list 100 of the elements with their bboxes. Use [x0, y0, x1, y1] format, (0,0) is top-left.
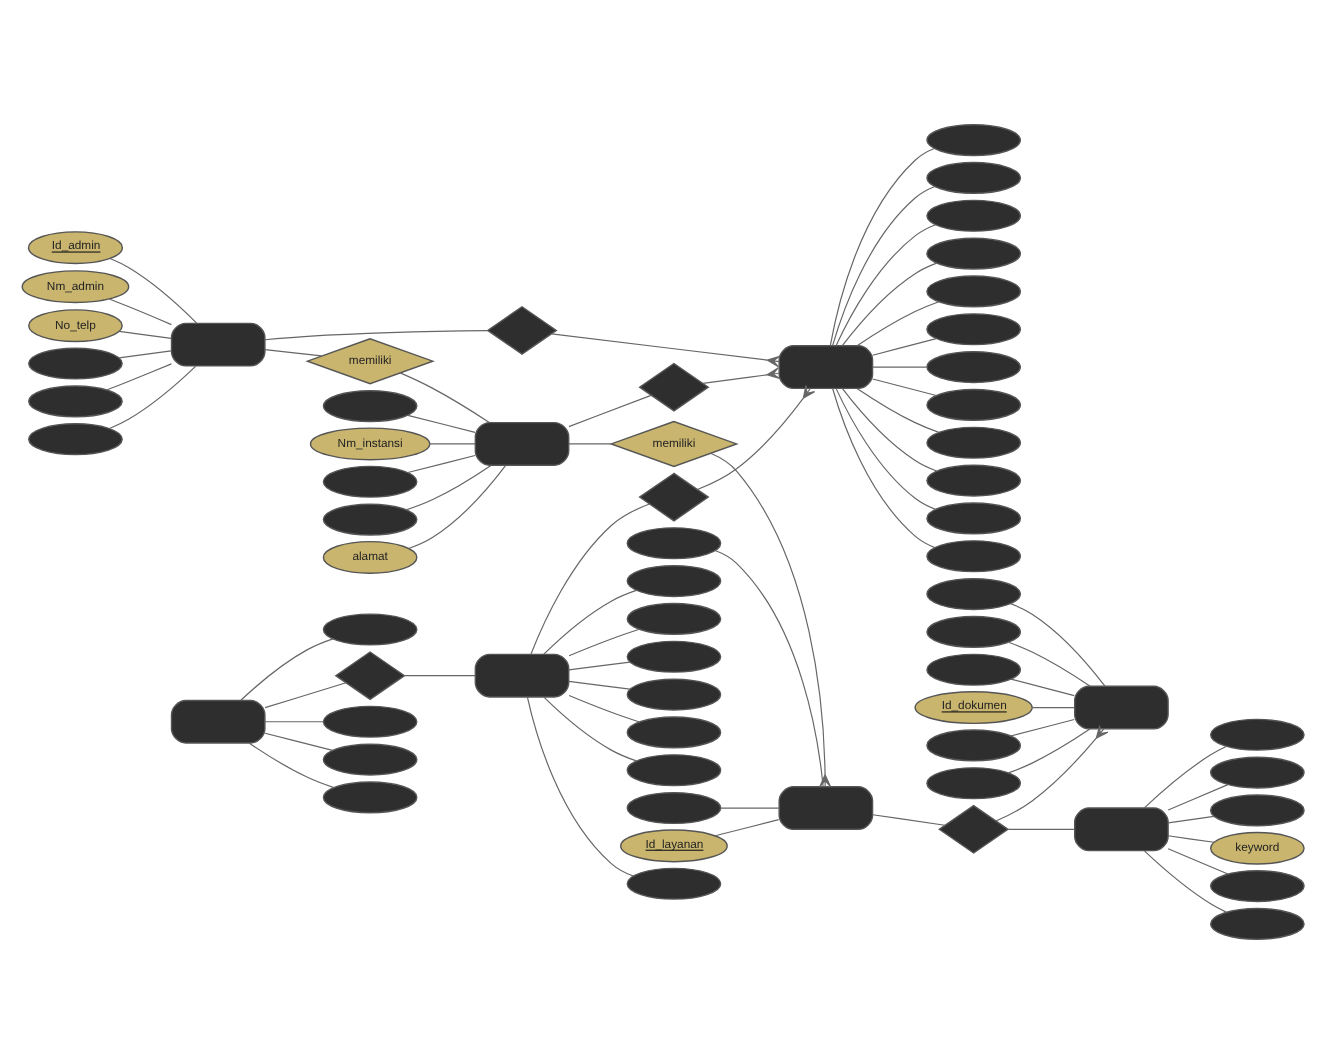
node-ellipse: [926, 426, 1022, 459]
connector: [240, 638, 334, 701]
node-box: [778, 345, 874, 390]
connector: [264, 721, 324, 723]
node-box: [474, 653, 570, 698]
connector: [264, 682, 347, 709]
connector: [403, 675, 476, 677]
connector: [710, 452, 832, 788]
connector: [407, 454, 476, 474]
connector: [108, 298, 173, 326]
node-ellipse: [1209, 907, 1305, 940]
node-ellipse: [626, 754, 722, 787]
connector: [118, 330, 172, 340]
connector: [1167, 815, 1215, 824]
connector: [1007, 828, 1075, 830]
connector: [543, 696, 637, 762]
node-diamond: [486, 305, 558, 355]
connector: [872, 338, 937, 356]
node-ellipse: [926, 502, 1022, 535]
connector: [835, 387, 937, 510]
connector: [526, 696, 634, 877]
connector: [841, 262, 938, 347]
connector: [264, 330, 489, 341]
connector: [1010, 678, 1075, 697]
node-ellipse: [926, 729, 1022, 762]
node-ellipse: [626, 565, 722, 598]
node-diamond: [638, 472, 710, 522]
connector: [1007, 728, 1091, 774]
connector: [872, 814, 946, 826]
connector: [714, 819, 780, 837]
connector: [118, 350, 172, 359]
connector: [856, 387, 940, 433]
connector: [106, 363, 172, 391]
node-ellipse: [28, 423, 123, 456]
connector: [568, 680, 631, 690]
connector: [568, 694, 640, 723]
connector: [872, 378, 937, 397]
connector: [696, 384, 816, 491]
connector: [399, 372, 490, 424]
node-ellipse: [626, 867, 722, 900]
connector: [407, 414, 476, 433]
node-box: [170, 699, 266, 744]
node-ellipse: [322, 705, 418, 738]
node-box: [778, 786, 874, 831]
node-diamond: [938, 804, 1010, 854]
node-ellipse: [926, 615, 1022, 648]
connector: [720, 807, 780, 809]
node-ellipse: [926, 653, 1022, 686]
connector: [264, 732, 334, 751]
node-ellipse: [322, 613, 418, 646]
connector: [872, 366, 928, 368]
node-ellipse: [926, 199, 1022, 232]
node-box: [1074, 807, 1169, 852]
node-ellipse: [926, 464, 1022, 497]
connector: [832, 387, 936, 549]
node-ellipse: [626, 678, 722, 711]
connector: [108, 365, 197, 430]
node-ellipse: [1209, 718, 1305, 751]
connector: [714, 549, 824, 788]
connector: [568, 661, 631, 671]
node-ellipse: [28, 347, 123, 380]
node-ellipse: [1209, 756, 1305, 789]
node-ellipse: [1209, 794, 1305, 827]
node-ellipse: [626, 527, 722, 560]
node-box: [170, 322, 266, 367]
connector: [248, 742, 335, 789]
node-ellipse: [1209, 870, 1305, 903]
node-ellipse: [322, 390, 418, 423]
node-ellipse: [322, 503, 418, 536]
node-ellipse: [926, 767, 1022, 800]
node-ellipse: [626, 791, 722, 825]
connector: [408, 464, 507, 550]
node-ellipse: [626, 716, 722, 749]
node-diamond: [334, 651, 406, 701]
node-ellipse: [322, 781, 418, 814]
node-box: [474, 421, 570, 466]
connector: [109, 257, 198, 324]
node-diamond: [638, 362, 710, 412]
node-ellipse: [626, 602, 722, 635]
node-ellipse: [926, 578, 1022, 611]
node-ellipse: [322, 743, 418, 776]
node-ellipse: [926, 540, 1022, 573]
connector: [1010, 718, 1075, 737]
node-ellipse: [926, 161, 1022, 194]
connector: [568, 443, 612, 445]
connector: [1143, 850, 1227, 913]
connector: [551, 333, 781, 368]
node-ellipse: [926, 275, 1022, 308]
connector: [530, 503, 651, 655]
node-box: [1074, 685, 1169, 730]
node-ellipse: [28, 385, 123, 418]
node-ellipse: [926, 237, 1022, 270]
connector: [1007, 641, 1091, 687]
connector: [543, 589, 637, 655]
connector: [1167, 835, 1215, 843]
connector: [405, 464, 492, 511]
connector: [428, 443, 476, 445]
node-ellipse: [322, 465, 418, 498]
node-ellipse: [926, 351, 1022, 384]
connector: [1167, 784, 1229, 811]
